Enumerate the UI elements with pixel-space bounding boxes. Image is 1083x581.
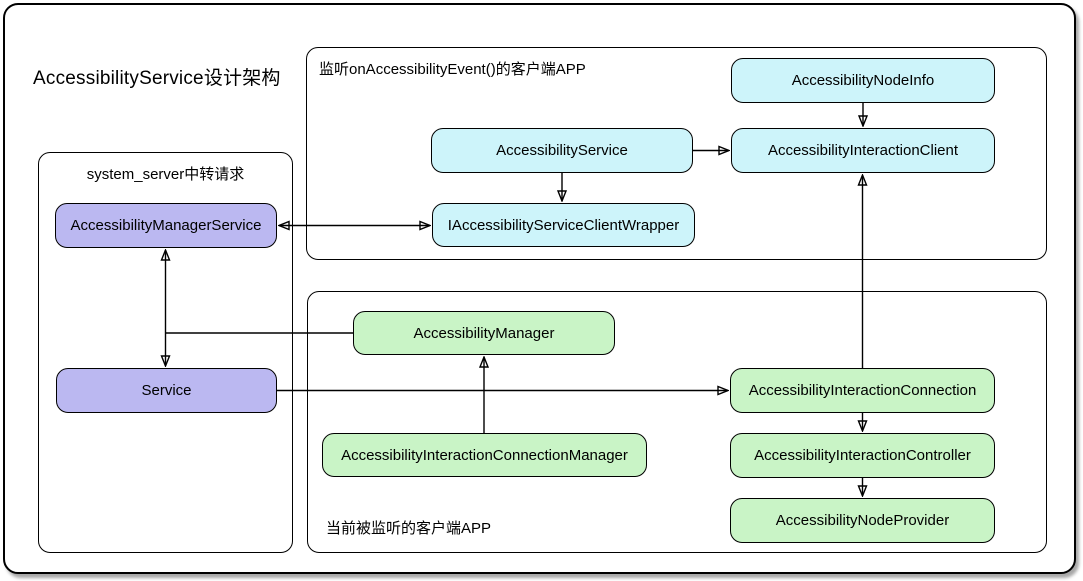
node-accessibility-interaction-connection-manager: AccessibilityInteractionConnectionManage…	[322, 433, 647, 477]
node-accessibility-service: AccessibilityService	[431, 128, 693, 173]
diagram-title: AccessibilityService设计架构	[33, 68, 281, 89]
group-label-system-server: system_server中转请求	[86, 166, 245, 183]
node-accessibility-interaction-controller: AccessibilityInteractionController	[730, 433, 995, 478]
group-target-client-app: 当前被监听的客户端APP	[307, 291, 1047, 553]
node-accessibility-interaction-connection: AccessibilityInteractionConnection	[730, 368, 995, 413]
group-label-target-client-app: 当前被监听的客户端APP	[326, 520, 492, 537]
node-accessibility-interaction-client: AccessibilityInteractionClient	[731, 128, 995, 173]
node-accessibility-node-info: AccessibilityNodeInfo	[731, 58, 995, 103]
group-system-server: system_server中转请求	[38, 152, 293, 553]
node-iaccessibility-service-client-wrapper: IAccessibilityServiceClientWrapper	[432, 203, 695, 247]
node-service: Service	[56, 368, 277, 413]
node-accessibility-manager-service: AccessibilityManagerService	[55, 203, 277, 248]
node-accessibility-manager: AccessibilityManager	[353, 311, 615, 355]
group-listener-client-app: 监听onAccessibilityEvent()的客户端APP	[306, 47, 1047, 260]
node-accessibility-node-provider: AccessibilityNodeProvider	[730, 498, 995, 543]
group-label-listener-client-app: 监听onAccessibilityEvent()的客户端APP	[319, 61, 586, 78]
